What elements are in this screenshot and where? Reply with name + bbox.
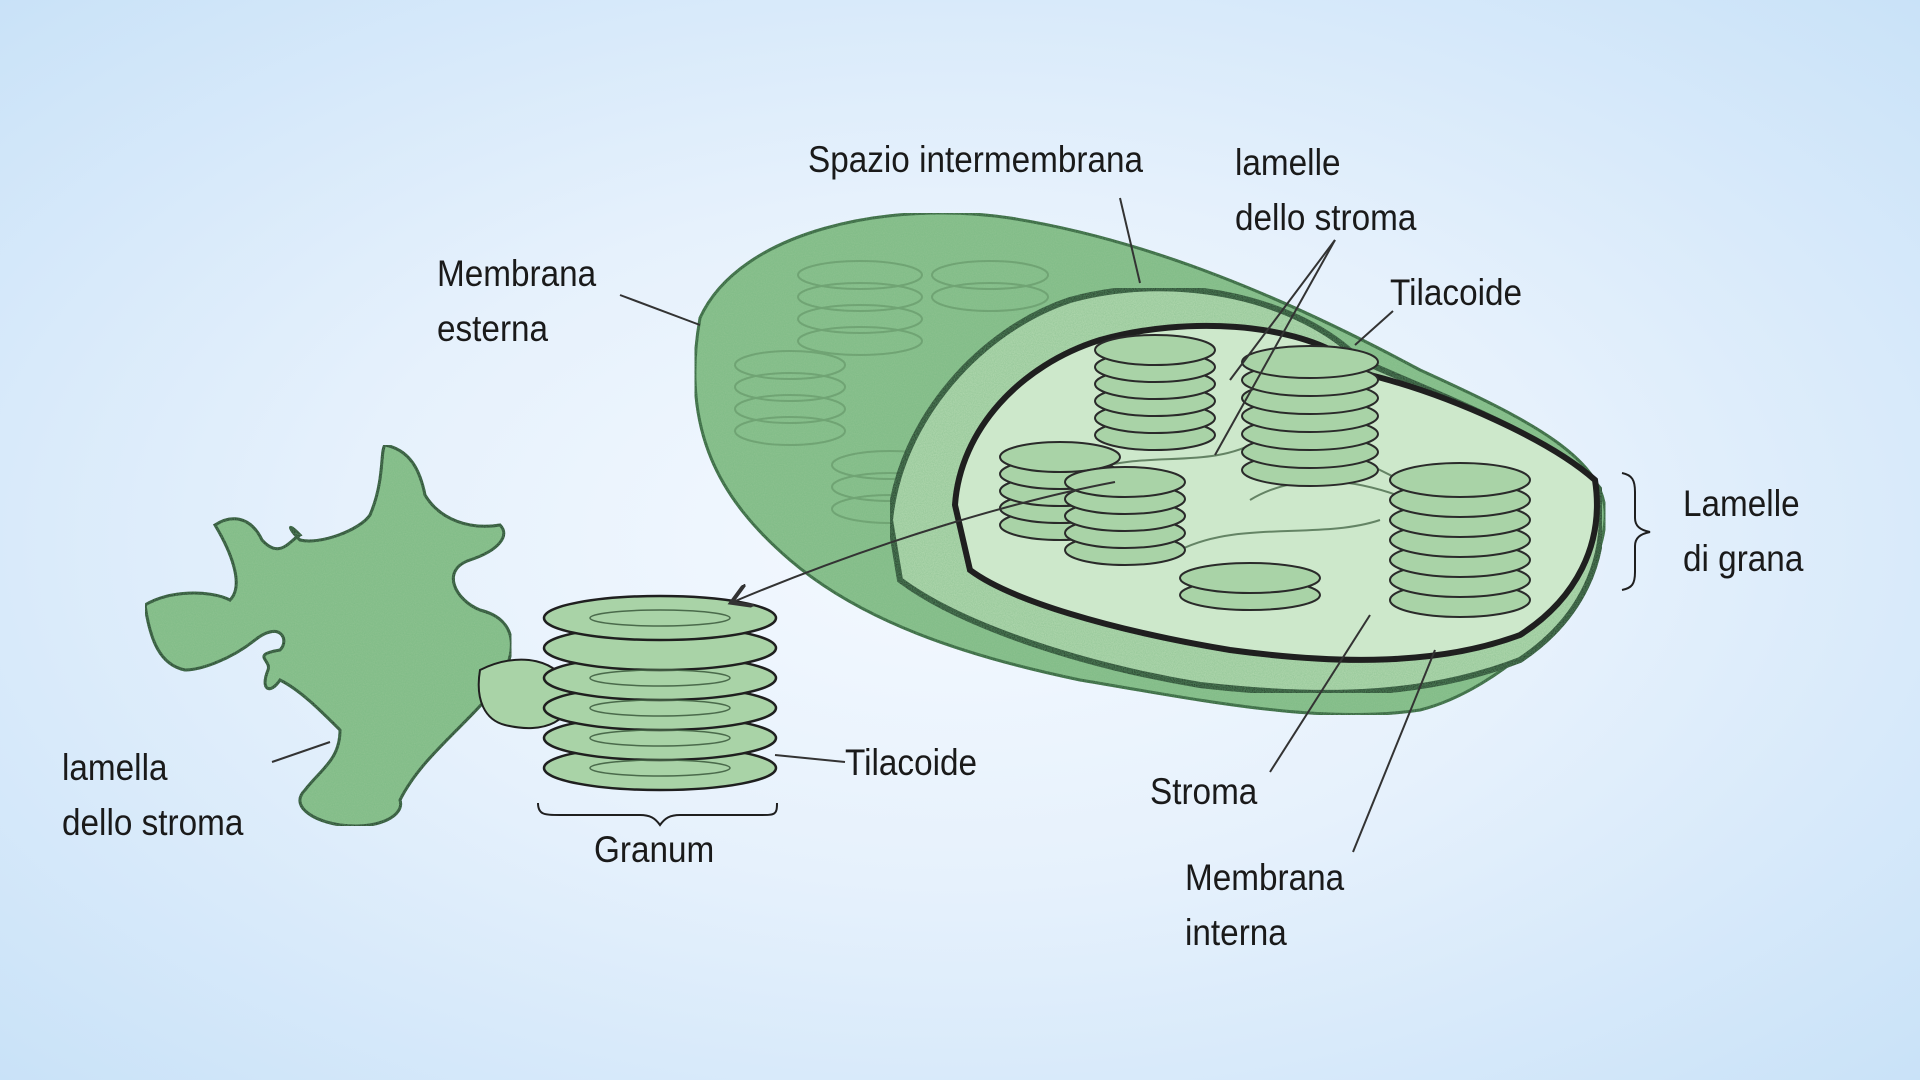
label-stroma: Stroma <box>1150 771 1258 812</box>
label-membrana-esterna: Membrana esterna <box>437 253 597 349</box>
label-granum: Granum <box>594 829 715 870</box>
label-membrana-interna: Membrana interna <box>1185 857 1345 953</box>
label-lamelle-dello-stroma: lamelle dello stroma <box>1235 142 1417 238</box>
granum-brace <box>537 802 778 827</box>
label-tilacoide-top: Tilacoide <box>1390 272 1523 313</box>
label-spazio-intermembrana: Spazio intermembrana <box>808 139 1144 180</box>
magnification-arrow <box>733 481 1116 602</box>
granum-stack-detail <box>542 594 778 792</box>
granum-stack-2 <box>1241 345 1379 487</box>
granum-stack-4 <box>1064 466 1186 566</box>
label-tilacoide-bottom: Tilacoide <box>845 742 978 783</box>
stroma-lamella-shape <box>143 443 513 828</box>
granum-stack-5 <box>1179 562 1321 611</box>
granum-detail <box>143 443 778 828</box>
leader-lines <box>271 197 1436 853</box>
label-lamelle-di-grana: Lamelle di grana <box>1683 483 1804 579</box>
granum-stack-6 <box>1389 462 1531 618</box>
inner-grana <box>999 334 1531 618</box>
granum-stack-1 <box>1094 334 1216 451</box>
label-lamella-dello-stroma: lamella dello stroma <box>62 747 244 843</box>
lamelle-di-grana-brace <box>1621 472 1651 591</box>
chloroplast <box>693 211 1607 717</box>
